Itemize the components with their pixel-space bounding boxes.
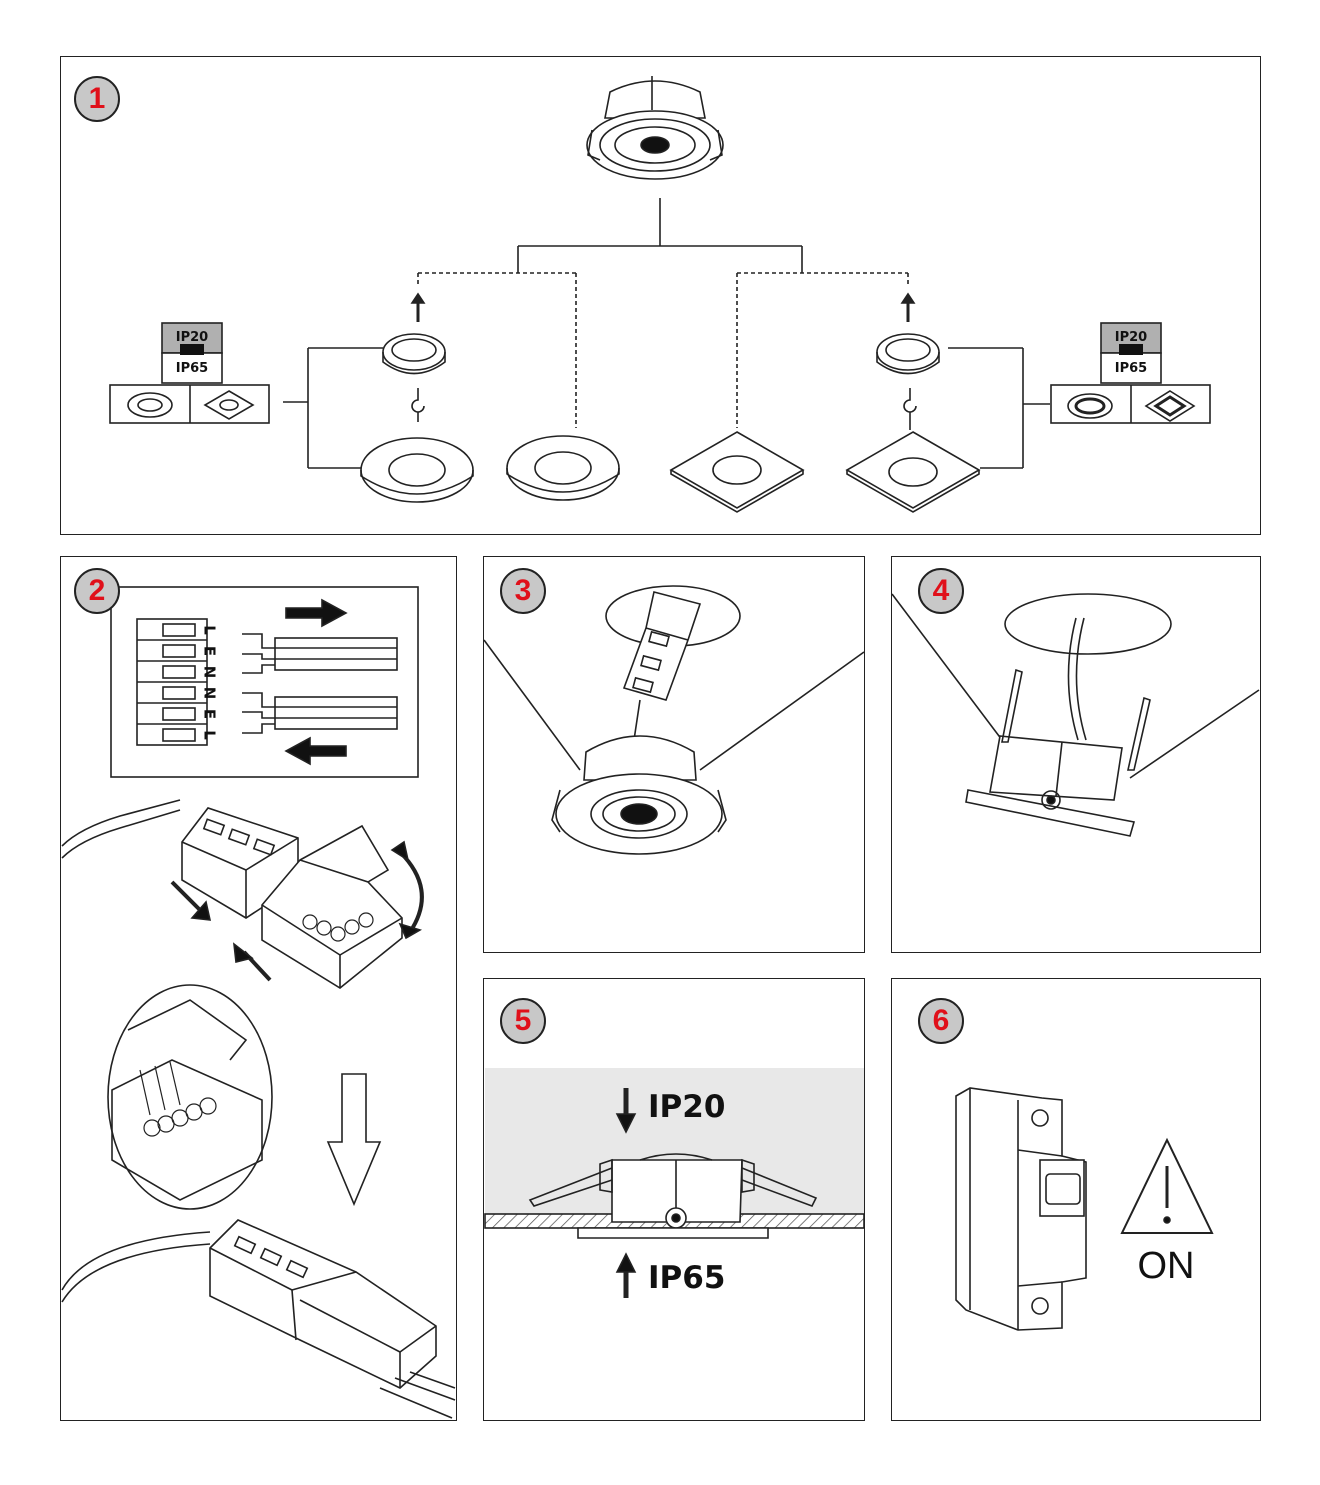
connector-hanging-icon: [622, 591, 702, 701]
ip65-label-right: IP65: [1115, 361, 1147, 376]
rotate-arrow-left-icon: [411, 388, 425, 413]
step-badge-1: 1: [74, 76, 120, 122]
square-trim-2-icon: [845, 431, 981, 513]
on-label: ON: [1138, 1245, 1195, 1287]
circuit-breaker-icon: [955, 1087, 1087, 1331]
arrow-down-icon: [326, 1073, 382, 1207]
arrow-right-icon: [285, 598, 348, 628]
step-badge-2: 2: [74, 568, 120, 614]
step-badge-5: 5: [500, 998, 546, 1044]
downlight-step3-icon: [551, 735, 727, 855]
ip65-label-step5: IP65: [648, 1260, 725, 1296]
downlight-side-icon: [965, 668, 1151, 837]
step-badge-6: 6: [918, 998, 964, 1044]
connector-closed-icon: [61, 1219, 456, 1419]
terminal-block-icon: [136, 618, 208, 746]
terminal-letter: E: [201, 646, 219, 656]
step-badge-4: 4: [918, 568, 964, 614]
rotate-arrow-icon: [398, 850, 424, 934]
terminal-letter: N: [201, 687, 219, 700]
round-trim-1-icon: [360, 437, 474, 503]
square-trim-small-icon: [203, 390, 255, 420]
arrow-left-icon: [284, 736, 347, 766]
square-trim-1-icon: [669, 431, 805, 513]
adapter-ring-left-icon: [382, 333, 446, 375]
terminal-letter: N: [201, 666, 219, 679]
rotate-arrow-right-icon: [903, 388, 917, 413]
step-badge-3: 3: [500, 568, 546, 614]
connector-zoom-icon: [107, 984, 273, 1210]
ip65-box-right: [1100, 352, 1162, 384]
wires-icon: [242, 633, 398, 734]
downlight-top-icon: [586, 76, 724, 180]
ip20-label-step5: IP20: [648, 1089, 725, 1125]
ip65-label-left: IP65: [176, 361, 208, 376]
adapter-ring-right-icon: [876, 333, 940, 375]
terminal-letter: E: [201, 709, 219, 719]
terminal-letter: L: [201, 730, 219, 740]
ip20-label-right: IP20: [1115, 330, 1147, 345]
connector-open-icon: [61, 799, 403, 989]
round-trim-2-icon: [506, 435, 620, 501]
round-trim-small-icon: [127, 392, 173, 418]
ip20-label-left: IP20: [176, 330, 208, 345]
terminal-letter: L: [201, 625, 219, 635]
downlight-installed-icon: [528, 1153, 818, 1239]
ip65-box-left: [161, 352, 223, 384]
